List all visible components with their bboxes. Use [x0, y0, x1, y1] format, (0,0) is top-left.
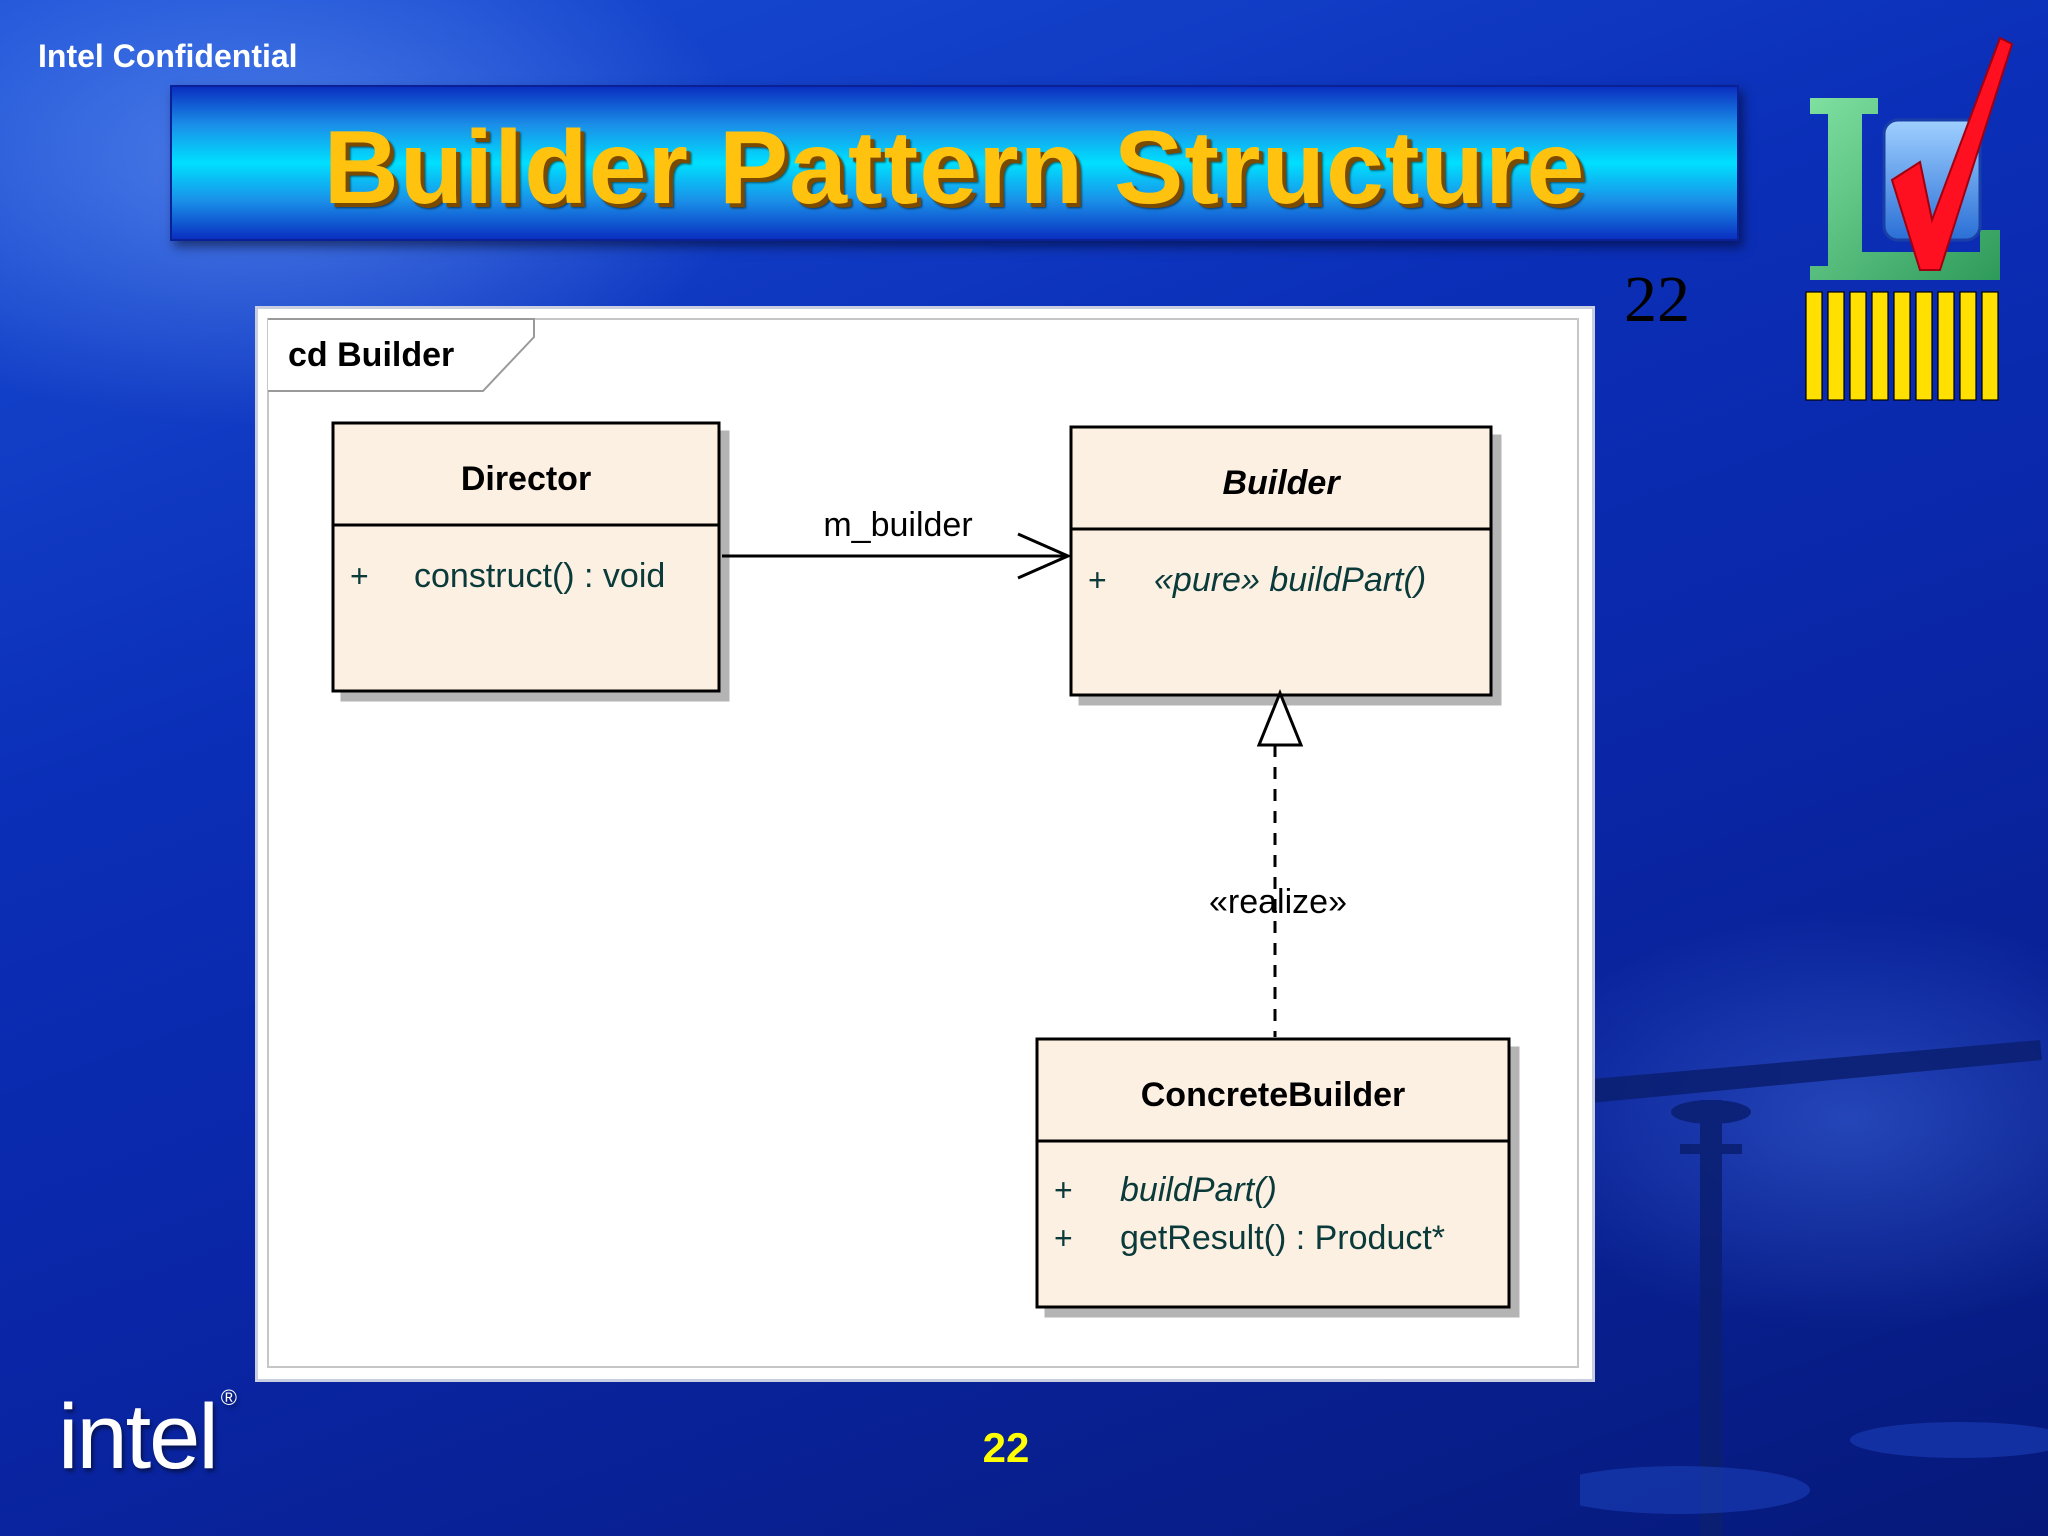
class-director: Director + construct() : void: [331, 421, 721, 693]
class-name-concrete-builder: ConcreteBuilder: [1141, 1076, 1406, 1114]
class-concrete-builder: ConcreteBuilder + buildPart() + getResul…: [1035, 1037, 1511, 1309]
frame-label: cd Builder: [288, 336, 454, 374]
op-signature: getResult() : Product*: [1120, 1219, 1445, 1257]
diagram-frame: cd Builder Director + construct() : void…: [255, 306, 1595, 1382]
association-arrow: [722, 532, 1072, 580]
class-builder: Builder + «pure» buildPart(): [1069, 425, 1493, 697]
class-name-builder: Builder: [1222, 464, 1341, 502]
intel-logo: intel®: [58, 1385, 237, 1490]
frame-label-tab: [268, 318, 535, 392]
op-visibility: +: [1088, 562, 1107, 598]
intel-logo-text: intel: [58, 1386, 219, 1488]
slide-title: Builder Pattern Structure: [323, 110, 1586, 226]
page-number: 22: [982, 1424, 1030, 1471]
op-signature: construct() : void: [414, 557, 665, 595]
diagram-inner-border: [267, 318, 1579, 1368]
association-label: m_builder: [823, 506, 972, 544]
confidential-label: Intel Confidential: [38, 38, 298, 74]
op-signature: buildPart(): [1120, 1171, 1277, 1209]
realization-arrow: [1256, 688, 1304, 1037]
class-name-director: Director: [461, 460, 591, 498]
op-signature: «pure» buildPart(): [1154, 561, 1426, 599]
title-band: Builder Pattern Structure: [170, 85, 1739, 241]
uml-class-diagram: cd Builder Director + construct() : void…: [267, 318, 1579, 1368]
realization-label: «realize»: [1209, 883, 1347, 921]
checkmark-logo-icon: [1805, 36, 2014, 401]
op-visibility: +: [1054, 1220, 1073, 1256]
op-visibility: +: [350, 558, 369, 594]
op-visibility: +: [1054, 1172, 1073, 1208]
scale-silhouette-icon: [1580, 1040, 2048, 1536]
slide-number-top: 22: [1624, 263, 1690, 336]
registered-mark-icon: ®: [220, 1385, 237, 1410]
